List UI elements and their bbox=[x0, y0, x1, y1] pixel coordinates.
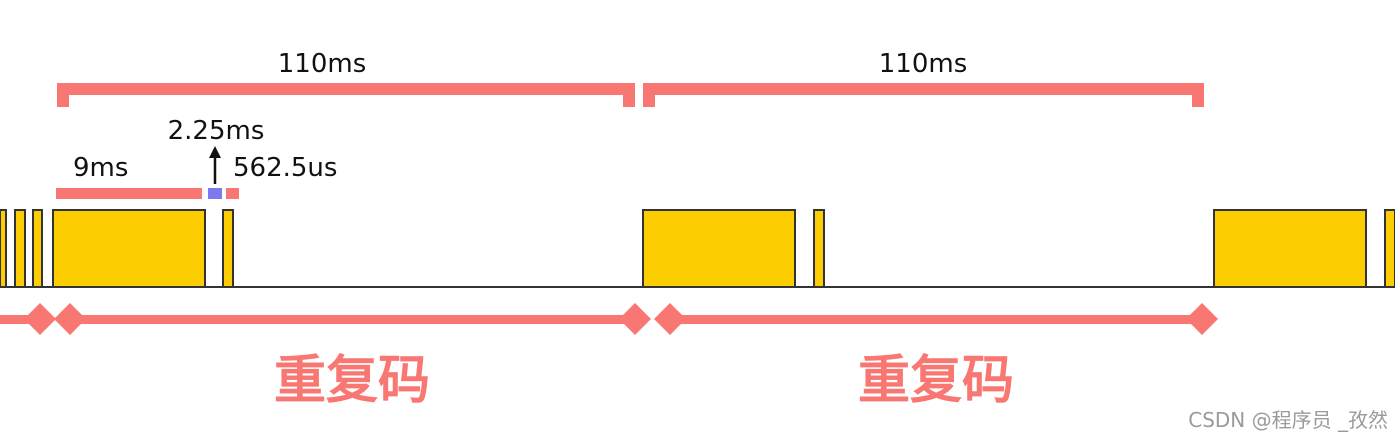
leader-duration-bar bbox=[56, 188, 202, 199]
watermark: CSDN @程序员 _孜然 bbox=[1188, 408, 1388, 432]
section-1-label: 重复码 bbox=[274, 351, 430, 411]
up-arrow-icon bbox=[209, 146, 221, 184]
bracket-1 bbox=[57, 83, 635, 107]
pulse bbox=[1384, 209, 1395, 288]
span-line-left bbox=[0, 303, 56, 335]
leader-pulse bbox=[642, 209, 796, 288]
pulse bbox=[813, 209, 825, 288]
pulse bbox=[32, 209, 43, 288]
bracket-1-label: 110ms bbox=[278, 49, 367, 79]
pulse bbox=[14, 209, 26, 288]
span-line-section-1 bbox=[54, 303, 651, 335]
section-2-label: 重复码 bbox=[858, 351, 1014, 411]
span-line-section-2 bbox=[654, 303, 1218, 335]
pulse bbox=[222, 209, 234, 288]
pulse-label: 562.5us bbox=[233, 153, 337, 183]
space-marker bbox=[208, 188, 222, 199]
waveform bbox=[0, 209, 1395, 288]
leader-label: 9ms bbox=[73, 153, 128, 183]
leader-pulse bbox=[52, 209, 206, 288]
pulse bbox=[0, 209, 7, 288]
bracket-2 bbox=[643, 83, 1204, 107]
pulse-duration-bar bbox=[226, 188, 239, 199]
leader-pulse bbox=[1213, 209, 1367, 288]
bracket-2-label: 110ms bbox=[879, 49, 968, 79]
space-label: 2.25ms bbox=[168, 116, 265, 146]
